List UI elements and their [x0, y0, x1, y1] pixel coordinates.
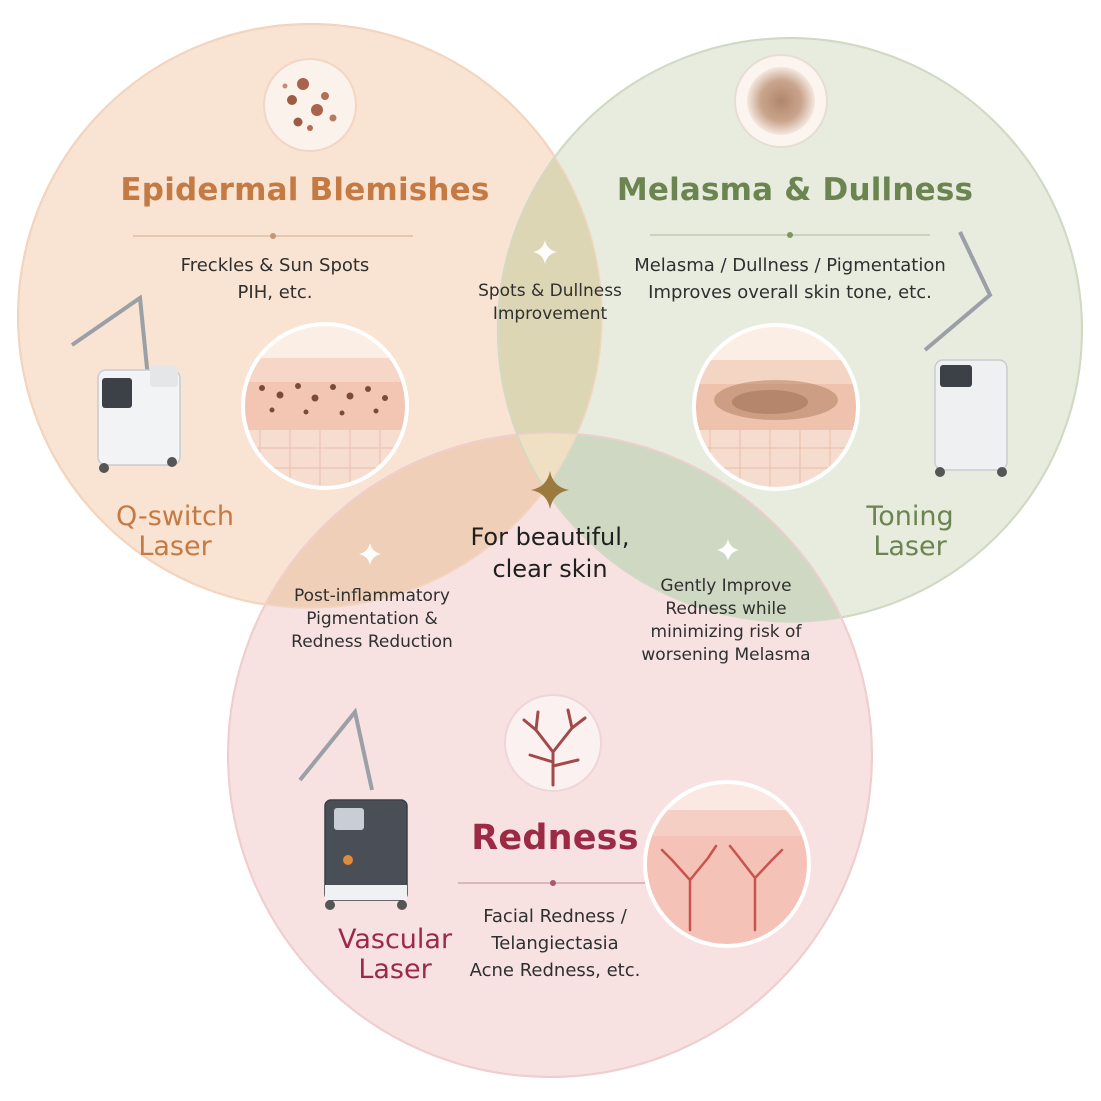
overlap-melasma-redness-text: Gently Improve Redness while minimizing … — [636, 575, 816, 667]
redness-desc-line: Facial Redness / — [483, 906, 627, 927]
vascular-laser-label: Vascular Laser — [315, 925, 475, 985]
freckle-spots-icon — [263, 58, 357, 152]
melasma-description: Melasma / Dullness / Pigmentation Improv… — [630, 252, 950, 306]
overlap-melasma-redness — [498, 433, 872, 622]
redness-divider — [458, 880, 648, 886]
melasma-desc-line: Improves overall skin tone, etc. — [648, 282, 932, 303]
center-text-line: clear skin — [492, 555, 608, 583]
melasma-divider — [650, 232, 930, 238]
toning-laser-device-icon — [923, 231, 1008, 477]
sparkle-icon — [533, 240, 557, 264]
vascular-laser-device-icon — [298, 707, 408, 910]
overlap-text-line: Pigmentation & — [306, 609, 438, 629]
laser-label-line: Vascular — [337, 924, 453, 955]
redness-title: Redness — [471, 818, 639, 858]
overlap-text-line: Post-inflammatory — [294, 586, 450, 606]
center-text: For beautiful, clear skin — [450, 521, 650, 585]
epidermal-desc-line: Freckles & Sun Spots — [180, 255, 370, 276]
sparkle-icon — [359, 543, 381, 565]
q-switch-laser-device-icon — [70, 294, 181, 473]
laser-label-line: Laser — [873, 531, 947, 562]
overlap-epidermal-redness-text: Post-inflammatory Pigmentation & Redness… — [282, 585, 462, 654]
toning-laser-label: Toning Laser — [830, 502, 990, 562]
blood-vessel-icon — [504, 694, 602, 792]
melasma-desc-line: Melasma / Dullness / Pigmentation — [634, 255, 946, 276]
overlap-text-line: Improvement — [492, 304, 608, 324]
epidermal-divider — [133, 233, 413, 239]
overlap-epidermal-redness — [228, 433, 602, 608]
sparkle-icon — [717, 539, 739, 561]
overlap-epidermal-melasma-text: Spots & Dullness Improvement — [460, 280, 640, 326]
q-switch-laser-label: Q-switch Laser — [95, 502, 255, 562]
overlap-text-line: minimizing risk of — [650, 622, 802, 642]
center-text-line: For beautiful, — [470, 523, 630, 551]
epidermal-title: Epidermal Blemishes — [120, 172, 490, 208]
overlap-text-line: Spots & Dullness — [478, 281, 622, 301]
redness-desc-line: Telangiectasia — [491, 933, 619, 954]
overlap-text-line: Redness while — [665, 599, 787, 619]
overlap-text-line: Gently Improve — [660, 576, 792, 596]
laser-label-line: Q-switch — [116, 501, 234, 532]
laser-label-line: Laser — [138, 531, 212, 562]
skin-cross-section-redness — [643, 780, 811, 948]
laser-label-line: Toning — [866, 501, 954, 532]
overlap-text-line: Redness Reduction — [291, 632, 453, 652]
epidermal-description: Freckles & Sun Spots PIH, etc. — [155, 252, 395, 306]
redness-description: Facial Redness / Telangiectasia Acne Red… — [440, 903, 670, 984]
laser-label-line: Laser — [358, 954, 432, 985]
melasma-patch-icon — [734, 54, 828, 148]
overlap-text-line: worsening Melasma — [641, 645, 811, 665]
melasma-title: Melasma & Dullness — [616, 172, 974, 208]
redness-desc-line: Acne Redness, etc. — [469, 960, 641, 981]
center-sparkle-icon — [531, 471, 569, 509]
epidermal-desc-line: PIH, etc. — [237, 282, 313, 303]
